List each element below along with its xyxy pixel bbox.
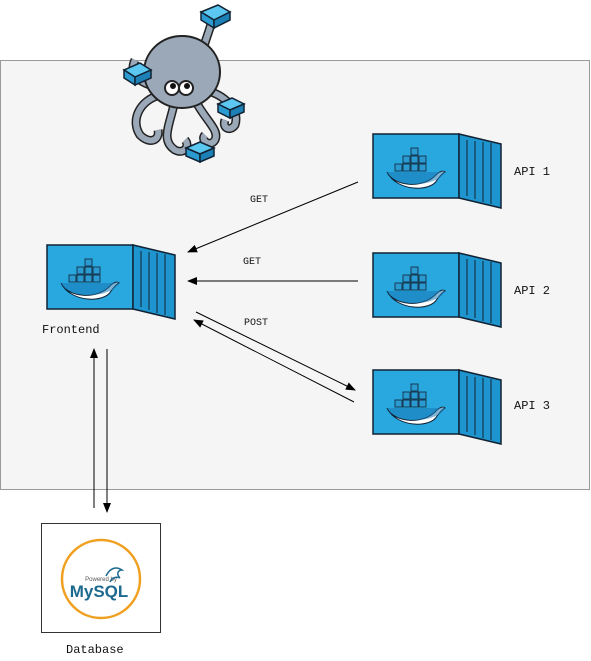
frontend-label: Frontend <box>42 323 100 337</box>
mysql-wordmark: MySQL <box>70 582 129 601</box>
api2-label: API 2 <box>514 284 551 298</box>
edge-label-get-1: GET <box>250 195 269 206</box>
mysql-logo: Powered by MySQL <box>60 538 142 620</box>
edge-label-post: POST <box>244 318 269 329</box>
database-node: Powered by MySQL <box>41 523 161 633</box>
edge-label-get-2: GET <box>243 257 262 268</box>
database-label: Database <box>66 643 124 657</box>
edge-api3-to-frontend <box>193 319 355 403</box>
api3-label: API 3 <box>514 399 551 413</box>
edge-frontend-to-api3 <box>195 311 356 391</box>
api1-label: API 1 <box>514 165 551 179</box>
edge-api1-to-frontend <box>187 181 359 253</box>
mysql-tagline: Powered by <box>85 577 117 583</box>
